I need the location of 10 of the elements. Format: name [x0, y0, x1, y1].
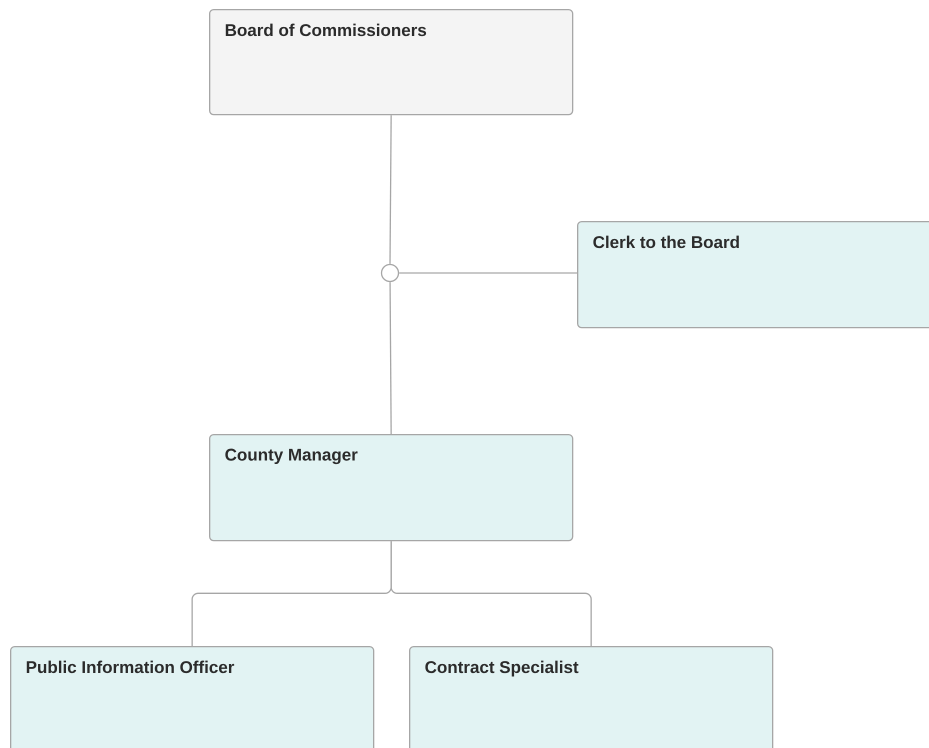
org-box: Clerk to the Board	[577, 221, 929, 328]
connector-line	[399, 272, 577, 274]
org-box: County Manager	[209, 434, 574, 542]
org-box: Contract Specialist	[409, 646, 774, 748]
connector-line	[389, 282, 392, 434]
junction-circle	[380, 264, 400, 282]
org-box: Public Information Officer	[10, 646, 374, 748]
connector-line	[389, 115, 392, 264]
connector-line	[390, 541, 592, 646]
org-box: Board of Commissioners	[209, 9, 574, 116]
